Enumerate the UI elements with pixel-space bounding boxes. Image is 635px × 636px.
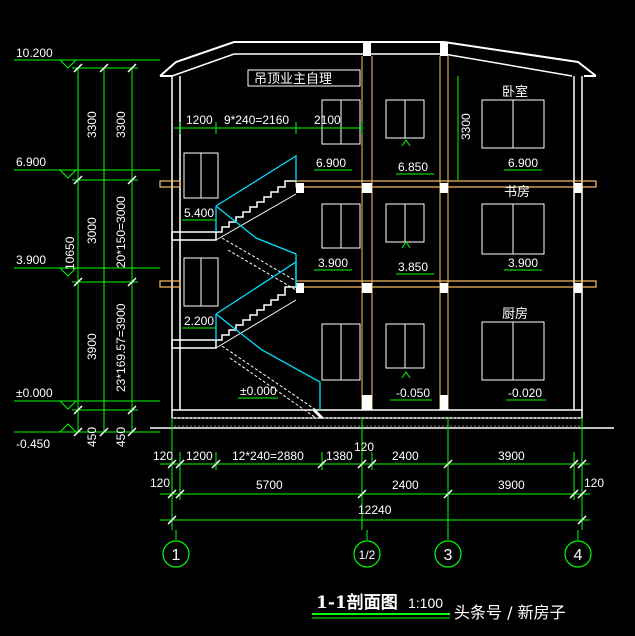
- dim-text: 9*240=2160: [224, 113, 289, 127]
- room-label-kitchen: 厨房: [502, 306, 528, 322]
- bottom-dimension-ticks: [167, 459, 587, 525]
- bottom-dimension-lines: [160, 418, 590, 540]
- floor-elevation-lines: [182, 139, 546, 401]
- elevation-label: 6.900: [16, 155, 46, 169]
- watermark: 头条号 / 新房子: [454, 603, 566, 622]
- floor-mark: 6.900: [316, 156, 346, 170]
- floor-mark: 3.900: [508, 256, 538, 270]
- dim-text: 2400: [392, 449, 419, 463]
- windows: [183, 99, 545, 381]
- dim-text: 120: [153, 449, 173, 463]
- dim-text: 12240: [358, 503, 392, 517]
- floor-mark: 6.900: [508, 156, 538, 170]
- stair: [171, 154, 321, 419]
- ground: [150, 408, 614, 429]
- dim-text: 2100: [314, 113, 341, 127]
- room-label-bedroom: 卧室: [502, 84, 528, 100]
- floor-mark: 3.850: [398, 260, 428, 274]
- floor-mark: -0.020: [508, 386, 542, 400]
- ceiling-note: 吊顶业主自理: [254, 72, 332, 87]
- vertical-dimension-ticks: [73, 63, 137, 437]
- dim-text: 450: [114, 427, 128, 447]
- elevation-label: ±0.000: [16, 386, 53, 400]
- elevation-label: 10.200: [16, 46, 53, 60]
- dim-text: 120: [584, 476, 604, 490]
- dim-text: 3900: [498, 478, 525, 492]
- dim-text: 20*150=3000: [114, 196, 128, 268]
- drawing-title: 1-1剖面图: [316, 592, 398, 613]
- roof: [159, 41, 597, 77]
- floor-mark: ±0.000: [240, 384, 277, 398]
- axis-label: 1/2: [359, 548, 376, 562]
- dim-text: 3300: [85, 111, 99, 138]
- ceiling-note-box: [247, 69, 361, 87]
- dim-text: 5700: [256, 478, 283, 492]
- room-label-study: 书房: [504, 184, 530, 200]
- floor-slabs: [159, 180, 597, 410]
- axis-label: 3: [444, 547, 453, 564]
- elevation-label: -0.450: [16, 437, 50, 451]
- floor-mark: -0.050: [396, 386, 430, 400]
- dim-text: 3300: [459, 113, 473, 140]
- vertical-dimension-lines: [72, 67, 138, 433]
- dim-text: 1200: [186, 449, 213, 463]
- axis-label: 4: [574, 547, 583, 564]
- dim-text: 120: [354, 440, 374, 454]
- axis-label: 1: [172, 547, 181, 564]
- dim-text: 2400: [392, 478, 419, 492]
- dim-text: 23*169.57=3900: [114, 303, 128, 392]
- dim-text: 10650: [63, 236, 77, 270]
- dim-text: 450: [85, 427, 99, 447]
- dim-text: 3900: [85, 333, 99, 360]
- floor-mark: 6.850: [398, 160, 428, 174]
- floor-mark: 3.900: [318, 256, 348, 270]
- axis-bubbles: [162, 540, 592, 568]
- dim-text: 3300: [114, 111, 128, 138]
- drawing-scale: 1:100: [408, 595, 443, 611]
- dim-text: 12*240=2880: [232, 449, 304, 463]
- interior-walls: [361, 56, 449, 410]
- elevation-label: 3.900: [16, 253, 46, 267]
- dim-text: 120: [150, 476, 170, 490]
- dim-text: 3000: [85, 217, 99, 244]
- top-dimension-line: [174, 122, 363, 134]
- floor-mark: 2.200: [184, 314, 214, 328]
- dim-text: 1380: [326, 449, 353, 463]
- dim-text: 3900: [498, 449, 525, 463]
- floor-mark: 5.400: [184, 206, 214, 220]
- dim-text: 1200: [186, 113, 213, 127]
